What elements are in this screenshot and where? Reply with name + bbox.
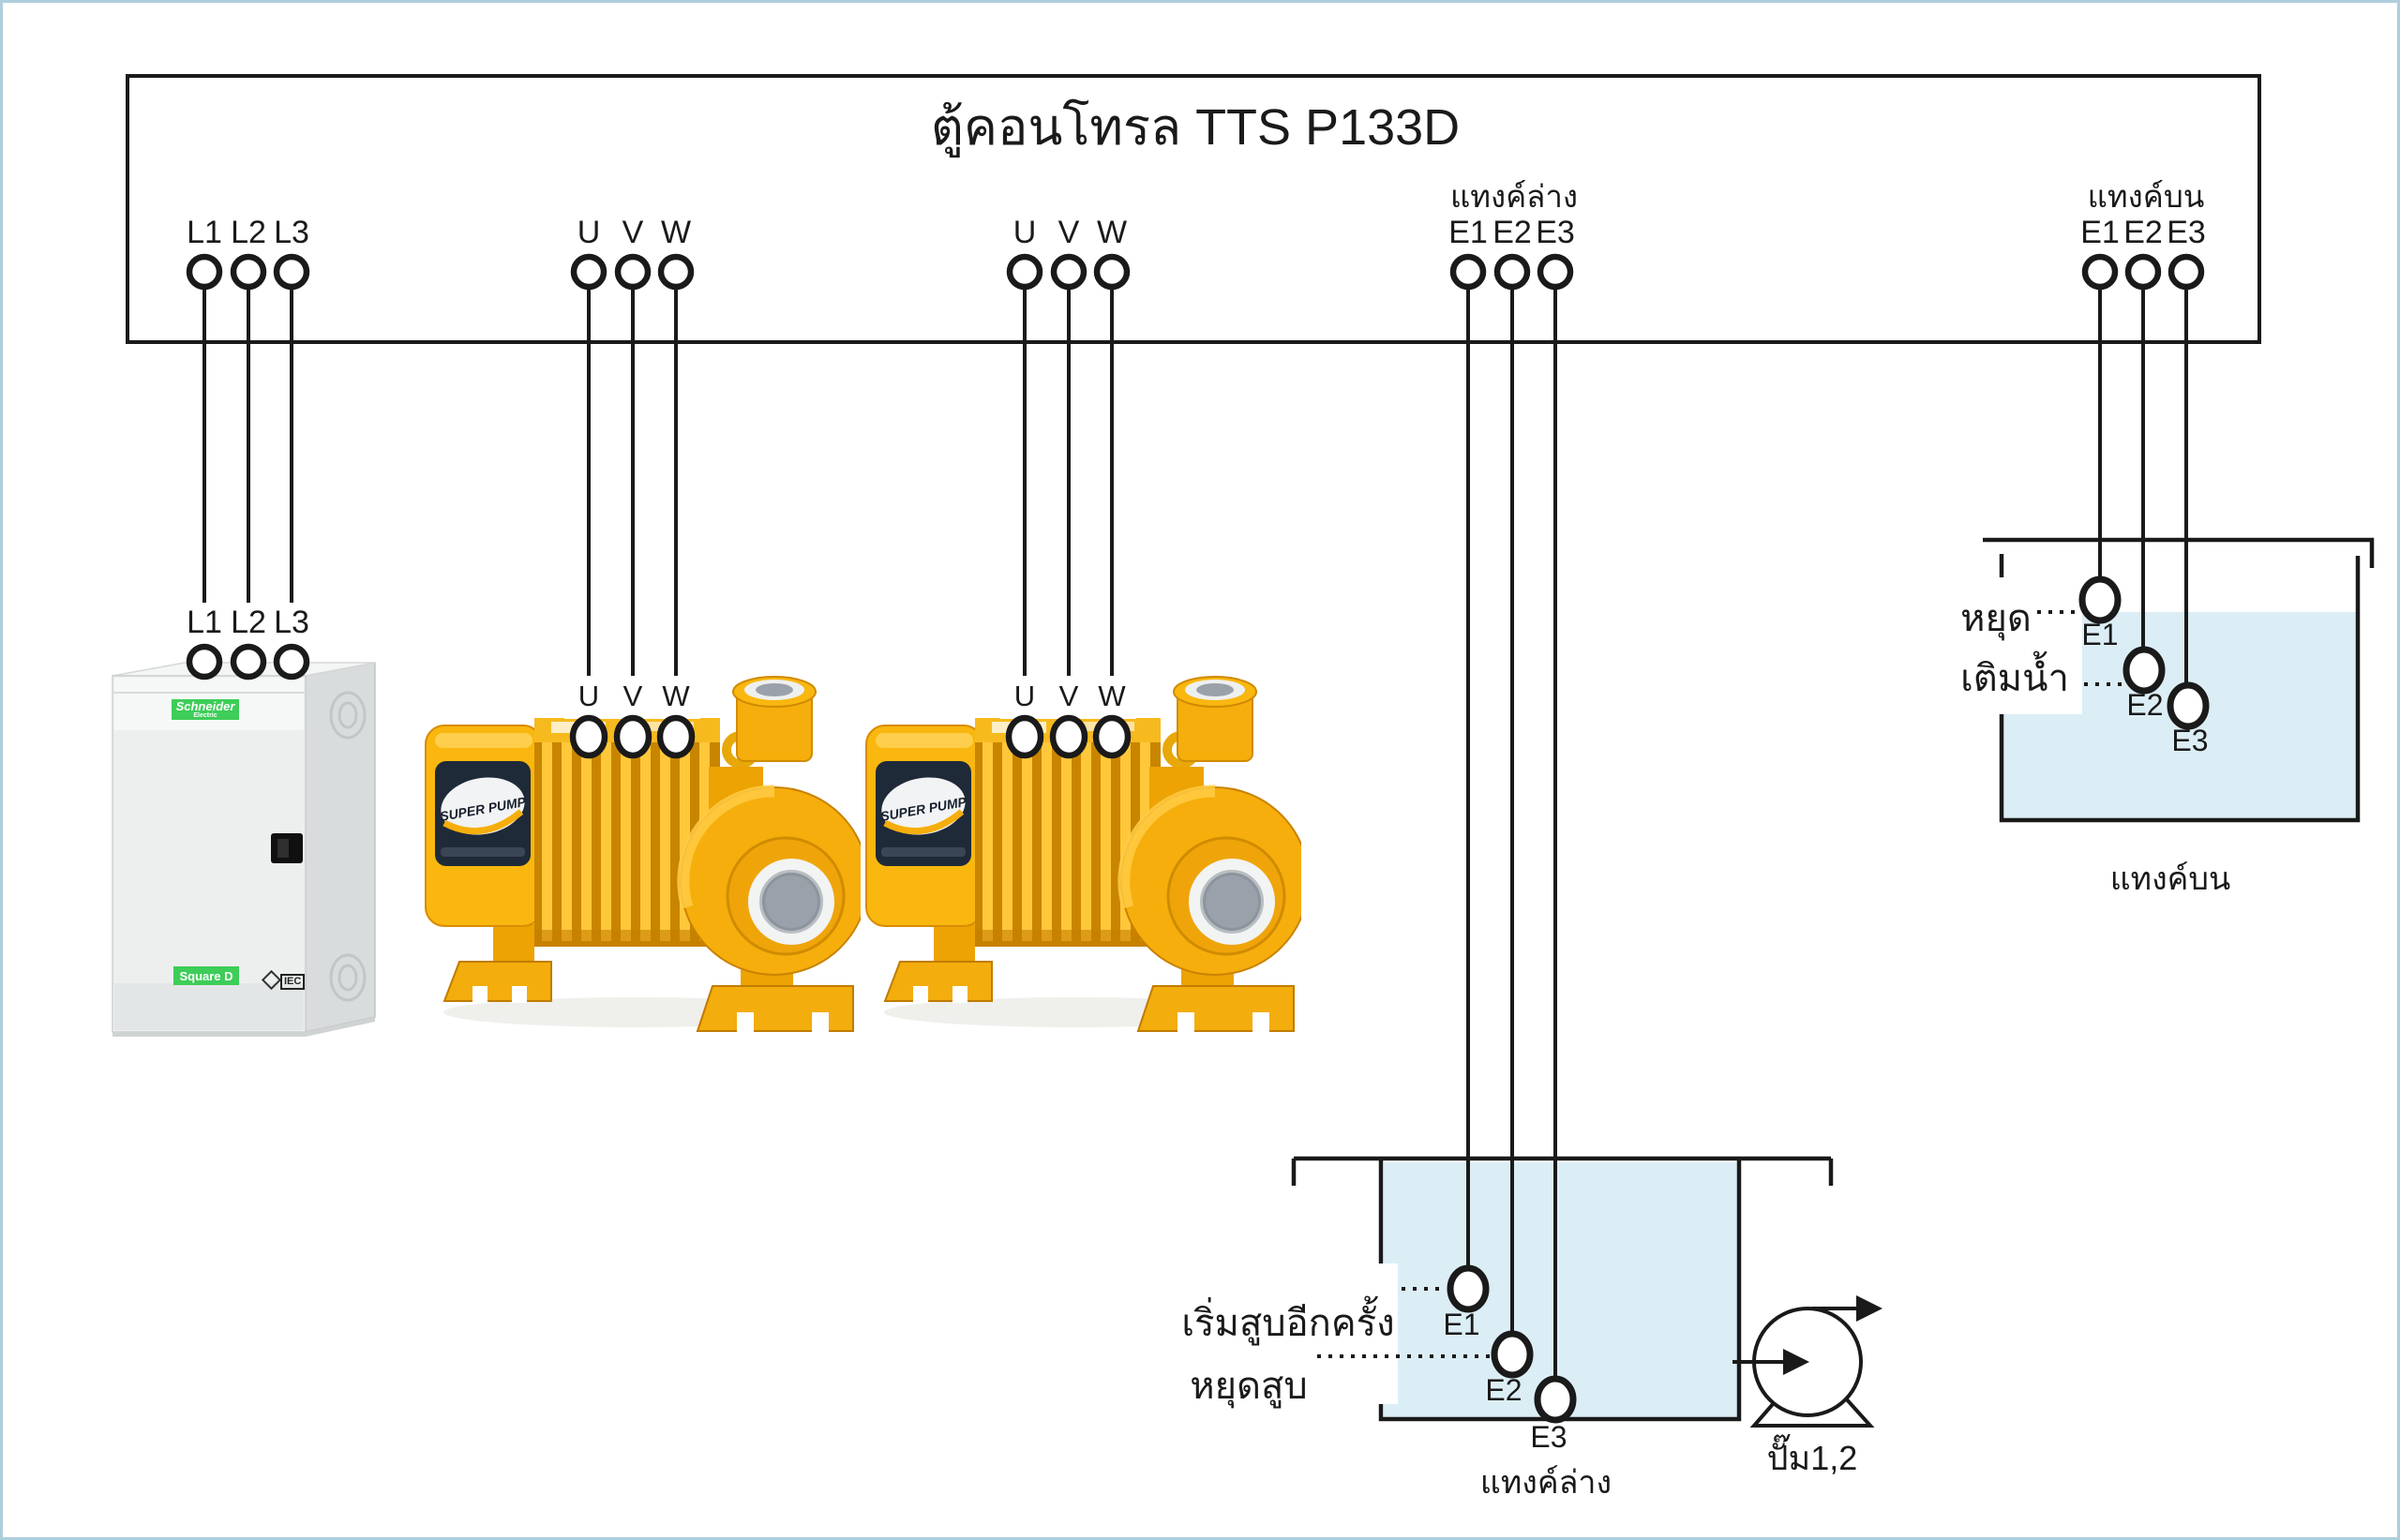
terminal-label-e3-lower: E3 [1536, 215, 1575, 250]
terminal-label-u1: U [577, 215, 601, 250]
upper-tank-label-chip [1927, 577, 2082, 714]
pump1-terminal-label-v: V [622, 680, 643, 712]
lower-tank-electrode-e2: E2 [1485, 1373, 1522, 1407]
terminal-label-e2-lower: E2 [1492, 215, 1532, 250]
group-header-upper-tank: แทงค์บน [2087, 179, 2205, 214]
group-header-lower-tank: แทงค์ล่าง [1449, 179, 1579, 214]
pump2-terminal-label-v: V [1058, 680, 1079, 712]
upper-tank-electrode-e2: E2 [2126, 688, 2164, 722]
upper-tank-stop-label: หยุด [1960, 598, 2032, 639]
pump-symbol-caption: ปั๊ม1,2 [1766, 1439, 1858, 1477]
lower-tank-water [1384, 1162, 1737, 1417]
schneider-label-strip [172, 699, 239, 720]
control-box-outline [126, 74, 2261, 344]
square-d-label-strip [173, 966, 239, 985]
breaker-panel-image [106, 655, 387, 1041]
terminal-label-e1-upper: E1 [2080, 215, 2120, 250]
terminal-label-e1-lower: E1 [1448, 215, 1488, 250]
upper-tank-electrode-e3: E3 [2171, 724, 2209, 757]
lower-tank-label-chip [1190, 1263, 1398, 1404]
page-title: ตู้คอนโทรล TTS P133D [930, 99, 1461, 156]
terminal-label-w2: W [1096, 215, 1128, 250]
terminal-label-v1: V [622, 215, 644, 250]
lower-tank-restart-label: เริ่มสูบอีกครั้ง [1181, 1303, 1395, 1344]
pump2-terminal-label-u: U [1013, 680, 1036, 712]
panel-terminal-label-l2: L2 [231, 605, 266, 640]
terminal-circles-top [186, 253, 2205, 291]
pump-inlet-arrow-icon [1783, 1349, 1809, 1375]
upper-tank-electrode-e1: E1 [2081, 618, 2119, 651]
terminal-circles-devices [186, 643, 1132, 759]
pump1-terminal-label-u: U [578, 680, 600, 712]
panel-brand-square-d: Square D [179, 969, 233, 983]
lower-tank-electrode-e1: E1 [1443, 1308, 1480, 1341]
terminal-label-l1: L1 [187, 215, 222, 250]
upper-tank-lip [1983, 537, 2375, 568]
pump1-terminal-label-w: W [662, 680, 690, 712]
lower-tank-caption: แทงค์ล่าง [1479, 1465, 1612, 1501]
pump-symbol [1732, 1295, 1882, 1428]
terminal-label-l3: L3 [274, 215, 309, 250]
lower-tank-stop-label: หยุดสูบ [1190, 1366, 1308, 1407]
panel-terminal-label-l3: L3 [274, 605, 309, 640]
label-chips [180, 603, 1136, 719]
panel-terminal-label-l1: L1 [187, 605, 222, 640]
electrode-circles [1447, 576, 2210, 1424]
upper-tank-caption: แทงค์บน [2109, 861, 2231, 897]
knockout-top [329, 691, 367, 740]
terminal-label-e2-upper: E2 [2123, 215, 2163, 250]
panel-brand-electric: Electric [193, 712, 218, 719]
panel-brand-schneider: Schneider [175, 699, 235, 713]
terminal-label-u2: U [1012, 215, 1037, 250]
terminal-label-l2: L2 [231, 215, 266, 250]
breaker-panel-graphic [112, 662, 376, 1037]
upper-tank-fill-label: เติมน้ำ [1960, 658, 2069, 699]
lower-tank-electrode-e3: E3 [1530, 1420, 1568, 1454]
diamond-cert-icon [261, 969, 282, 991]
pump2-terminal-label-w: W [1098, 680, 1126, 712]
terminal-label-v2: V [1058, 215, 1080, 250]
terminal-label-w1: W [660, 215, 692, 250]
schematic-overlay [126, 74, 2375, 1428]
wires [202, 272, 2188, 1399]
knockout-bottom [329, 953, 367, 1002]
terminal-label-e3-upper: E3 [2167, 215, 2206, 250]
pump-outlet-arrow-icon [1856, 1295, 1882, 1322]
panel-cert-iec: IEC [280, 974, 306, 991]
